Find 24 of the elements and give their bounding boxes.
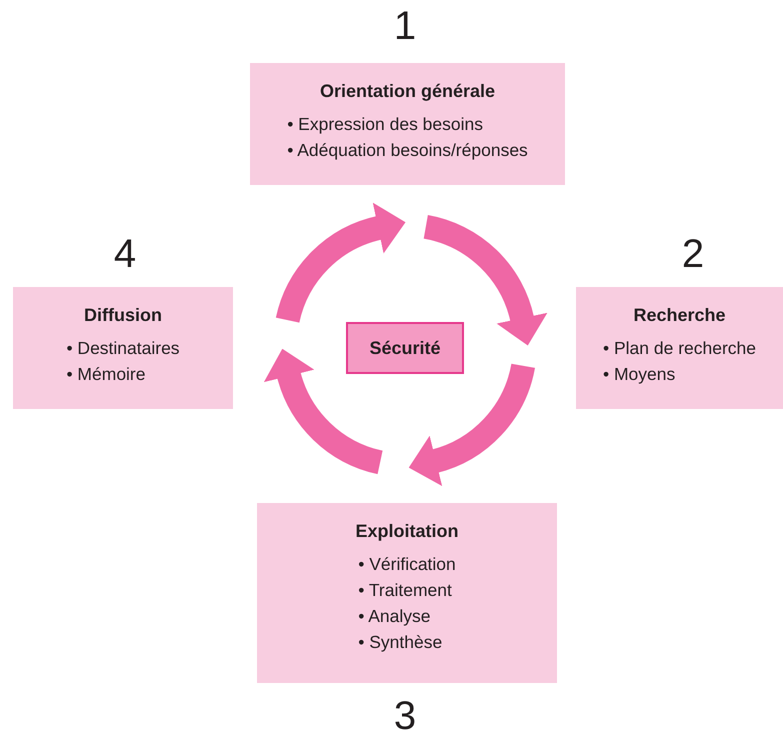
bullet-item: • Destinataires (66, 337, 180, 360)
stage-box (576, 287, 783, 409)
bullet-item: • Vérification (358, 553, 456, 576)
stage-box (13, 287, 233, 409)
stage-title: Recherche (633, 304, 726, 327)
bullet-item: • Mémoire (66, 363, 146, 386)
bullet-item: • Adéquation besoins/réponses (287, 139, 528, 162)
bullet-item: • Analyse (358, 605, 432, 628)
bullet-item: • Expression des besoins (287, 113, 484, 136)
stage-box (257, 503, 557, 683)
bullet-item: • Plan de recherche (602, 337, 756, 360)
bullet-item: • Moyens (602, 363, 676, 386)
step-number: 3 (394, 694, 416, 733)
center-label: Sécurité (369, 337, 441, 360)
stage-title: Orientation générale (320, 80, 496, 103)
step-number: 4 (114, 232, 136, 276)
step-number: 1 (394, 4, 416, 48)
bullet-item: • Traitement (358, 579, 453, 602)
stage-box (250, 63, 565, 185)
stage-title: Exploitation (356, 520, 458, 543)
bullet-item: • Synthèse (358, 631, 444, 654)
center-box (346, 322, 464, 374)
stage-title: Diffusion (84, 304, 162, 327)
step-number: 2 (682, 232, 704, 276)
